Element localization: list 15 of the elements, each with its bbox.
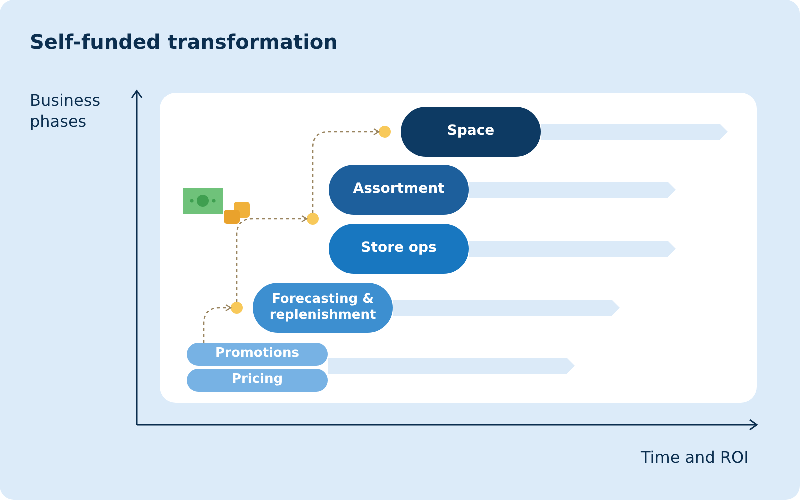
- dotted-arrow: [203, 304, 232, 343]
- milestone-dot: [231, 302, 243, 314]
- dotted-arrow: [312, 128, 380, 213]
- phase-pill: Store ops: [329, 224, 469, 274]
- phase-pill: Forecasting & replenishment: [253, 283, 393, 333]
- phase-pill: Pricing: [187, 369, 328, 392]
- phase-pill: Space: [401, 107, 541, 157]
- dotted-arrow: [236, 215, 308, 302]
- milestone-dot: [307, 213, 319, 225]
- axis-label: Time and ROI: [641, 448, 749, 467]
- milestone-dot: [379, 126, 391, 138]
- title: Self-funded transformation: [30, 30, 338, 54]
- axis-label: Business phases: [30, 90, 102, 132]
- phase-pill: Assortment: [329, 165, 469, 215]
- phase-pill: Promotions: [187, 343, 328, 366]
